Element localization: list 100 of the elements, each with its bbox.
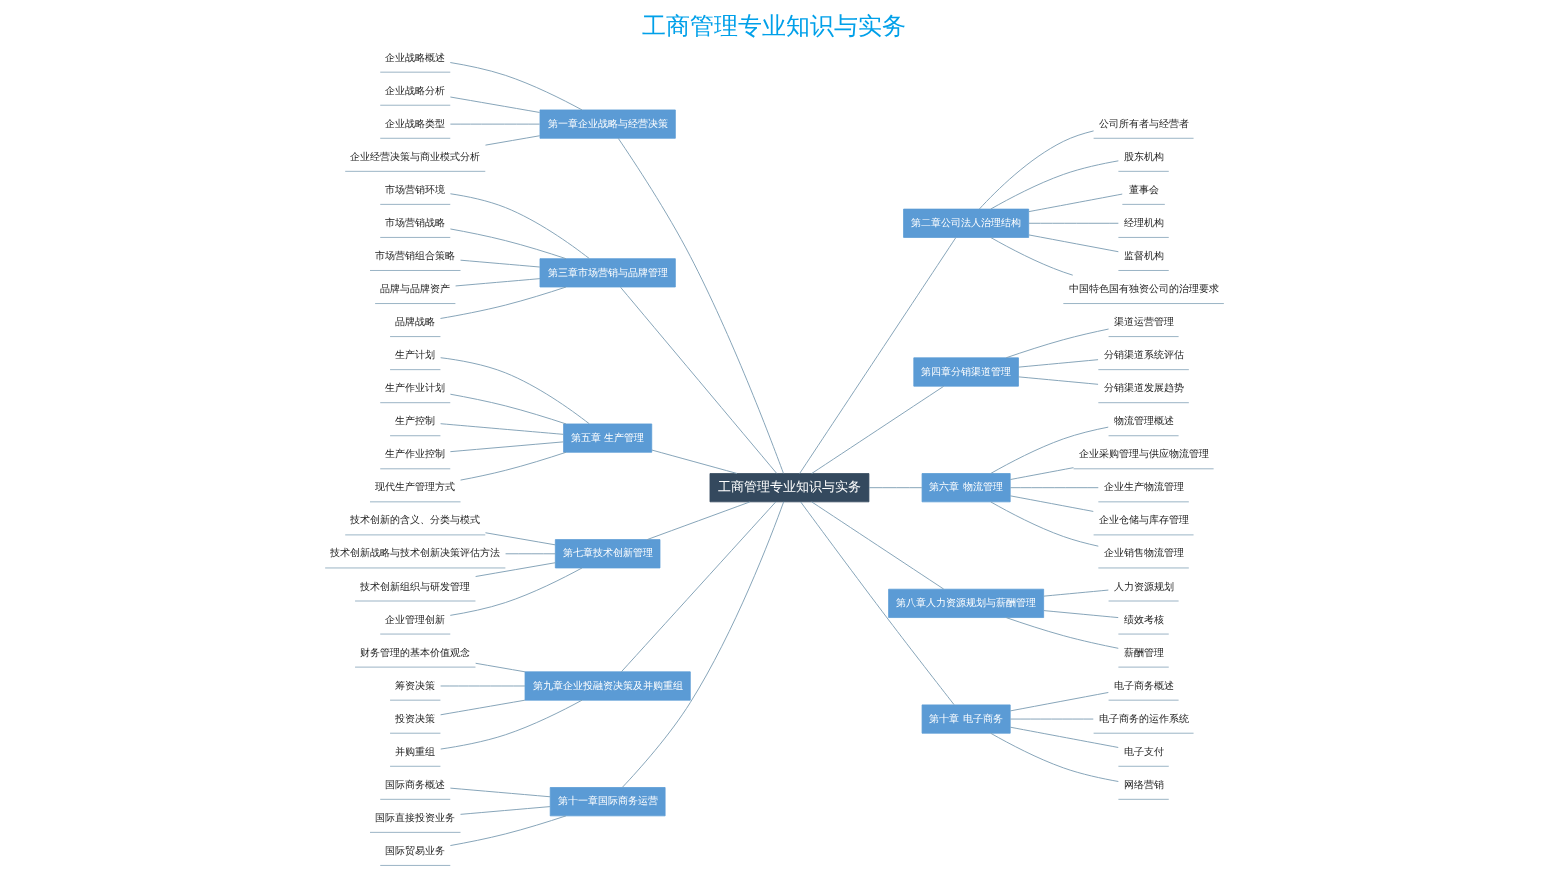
connector <box>439 423 564 435</box>
node-text: 技术创新战略与技术创新决策评估方法 <box>329 547 500 559</box>
connector <box>1027 234 1119 253</box>
connector <box>459 806 550 815</box>
node-text: 企业战略分析 <box>384 84 445 96</box>
connector <box>504 553 556 555</box>
node-text: 生产计划 <box>394 349 435 361</box>
node-text: 投资决策 <box>394 712 435 724</box>
node-text: 薪酬管理 <box>1123 646 1164 658</box>
node-text: 技术创新的含义、分类与模式 <box>349 514 480 526</box>
node-text: 企业销售物流管理 <box>1103 547 1184 559</box>
node-text: 分销渠道发展趋势 <box>1103 382 1184 394</box>
connector <box>459 451 566 481</box>
diagram-title: 工商管理专业知识与实务 <box>642 11 906 40</box>
connector <box>1005 328 1109 359</box>
node-text: 网络营销 <box>1123 778 1164 790</box>
connector <box>474 662 525 673</box>
node-text: 财务管理的基本价值观念 <box>359 646 470 658</box>
node-text: 绩效考核 <box>1123 613 1164 625</box>
node-text: 企业战略类型 <box>384 117 445 129</box>
node-box: 第一章企业战略与经营决策 <box>539 109 676 139</box>
connector <box>449 441 564 453</box>
node-text: 市场营销战略 <box>384 216 445 228</box>
node-text: 渠道运营管理 <box>1113 316 1174 328</box>
node-text: 电子商务的运作系统 <box>1098 712 1189 724</box>
connector <box>617 137 784 474</box>
connector <box>449 228 566 260</box>
node-text: 分销渠道系统评估 <box>1103 349 1184 361</box>
node-box: 第二章公司法人治理结构 <box>902 208 1029 238</box>
node-text: 监督机构 <box>1123 250 1164 261</box>
connector <box>439 357 590 425</box>
connector <box>439 286 566 319</box>
connector <box>620 501 776 673</box>
connector <box>989 160 1119 210</box>
node-text: 电子支付 <box>1123 745 1164 757</box>
connector <box>1009 718 1094 720</box>
connector <box>449 815 566 847</box>
node-text: 股东机构 <box>1123 150 1164 162</box>
connector <box>439 685 525 687</box>
connector <box>989 237 1073 276</box>
node-text: 品牌战略 <box>394 316 435 328</box>
connector <box>650 449 737 474</box>
connector <box>1017 376 1099 385</box>
connector <box>439 699 525 716</box>
node-text: 生产控制 <box>394 415 435 427</box>
connector <box>449 787 550 798</box>
node-text: 经理机构 <box>1123 216 1164 228</box>
connector <box>484 135 540 146</box>
node-box: 第八章人力资源规划与薪酬管理 <box>887 588 1044 618</box>
node-text: 企业经营决策与商业模式分析 <box>349 150 480 162</box>
node-text: 生产作业计划 <box>384 382 445 394</box>
node-text: 人力资源规划 <box>1113 580 1174 592</box>
connector <box>1009 495 1094 512</box>
node-text: 技术创新组织与研发管理 <box>359 580 470 592</box>
node-box: 第十一章国际商务运营 <box>549 787 665 817</box>
node-text: 企业战略概述 <box>384 51 445 63</box>
node-box: 第六章 物流管理 <box>921 473 1011 503</box>
node-text: 中国特色国有独资公司的治理要求 <box>1068 283 1219 295</box>
node-text: 并购重组 <box>394 745 435 757</box>
node-box: 第三章市场营销与品牌管理 <box>539 258 676 288</box>
node-text: 国际贸易业务 <box>384 844 445 856</box>
connector <box>1017 359 1099 368</box>
node-text: 国际商务概述 <box>384 778 445 790</box>
connector <box>810 385 944 474</box>
node-text: 市场营销组合策略 <box>374 250 455 261</box>
connector <box>810 501 944 590</box>
connector <box>454 278 540 287</box>
connector <box>989 426 1109 474</box>
connector <box>439 699 582 750</box>
connector <box>1009 692 1109 712</box>
connector <box>868 487 922 489</box>
connector <box>449 393 566 425</box>
node-text: 企业仓储与库存管理 <box>1098 514 1189 526</box>
node-text: 企业采购管理与供应物流管理 <box>1078 448 1209 460</box>
connector <box>621 501 784 788</box>
node-box: 第十章 电子商务 <box>921 704 1011 734</box>
node-text: 物流管理概述 <box>1113 415 1174 427</box>
connector <box>449 62 582 111</box>
node-box: 工商管理专业知识与实务 <box>709 473 869 503</box>
node-text: 品牌与品牌资产 <box>379 283 450 295</box>
connector <box>484 532 556 546</box>
node-text: 生产作业控制 <box>384 448 445 460</box>
node-text: 企业生产物流管理 <box>1103 481 1184 493</box>
connector <box>449 567 582 616</box>
connector <box>619 286 777 474</box>
connector <box>474 562 556 577</box>
connector <box>1027 222 1119 224</box>
connector <box>978 130 1094 210</box>
node-text: 公司所有者与经营者 <box>1098 117 1189 129</box>
node-text: 企业管理创新 <box>384 613 445 625</box>
connector <box>798 237 956 474</box>
node-box: 第九章企业投融资决策及并购重组 <box>524 671 691 701</box>
connector <box>449 123 540 125</box>
connector <box>1009 467 1074 480</box>
node-text: 现代生产管理方式 <box>374 481 455 493</box>
node-text: 国际直接投资业务 <box>374 811 455 823</box>
connector <box>449 96 540 113</box>
node-text: 筹资决策 <box>394 679 435 691</box>
connector <box>989 732 1119 782</box>
connector <box>799 501 955 706</box>
